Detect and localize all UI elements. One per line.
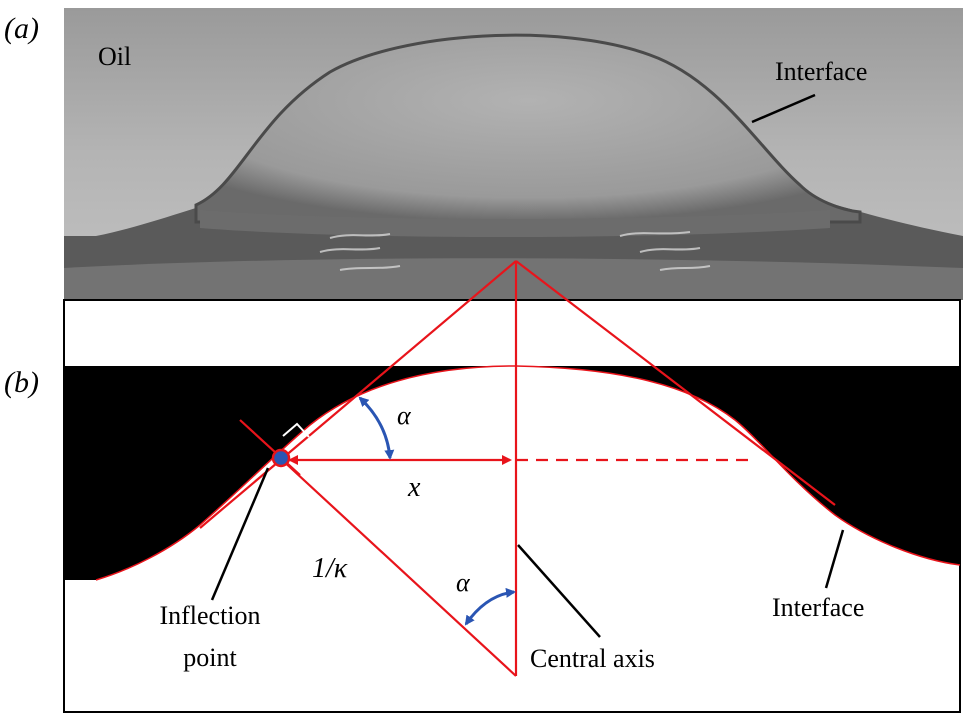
tangent-right [515,260,836,506]
panel-b: (b) α x 1/κ α Inflection point Central a… [4,260,961,713]
interface-leader-b [824,529,845,589]
oil-label: Oil [98,42,131,71]
photo-ripples [319,231,711,271]
radius-line [279,457,517,677]
alpha-arrow-bottom [464,587,516,626]
radius-label: 1/κ [312,553,348,584]
construction-lines [199,260,836,677]
right-angle-marker [282,422,310,438]
photo-liquid-reflection [64,258,963,300]
normal-tick [239,419,301,476]
alpha-label-top: α [397,401,412,430]
inflection-label-line1: Inflection [159,601,260,630]
tangent-left [199,260,517,529]
alpha-label-bottom: α [456,568,471,597]
interface-leader-a [751,93,816,124]
alpha-arrow-top [358,396,395,460]
interface-label-b: Interface [772,593,864,622]
black-region [64,366,960,580]
central-axis-leader [517,544,601,638]
panel-b-label: (b) [4,366,39,399]
photo-droplet [194,33,862,224]
interface-label-a: Interface [775,57,867,86]
panel-a: (a) Oil Interface [4,8,963,300]
inflection-point-dot [271,448,291,468]
inflection-leader [210,467,270,601]
photo-droplet-base [200,210,830,237]
panel-a-label: (a) [4,12,39,45]
x-label: x [407,472,421,503]
inflection-label-line2: point [183,643,237,672]
central-axis-label: Central axis [530,644,655,673]
